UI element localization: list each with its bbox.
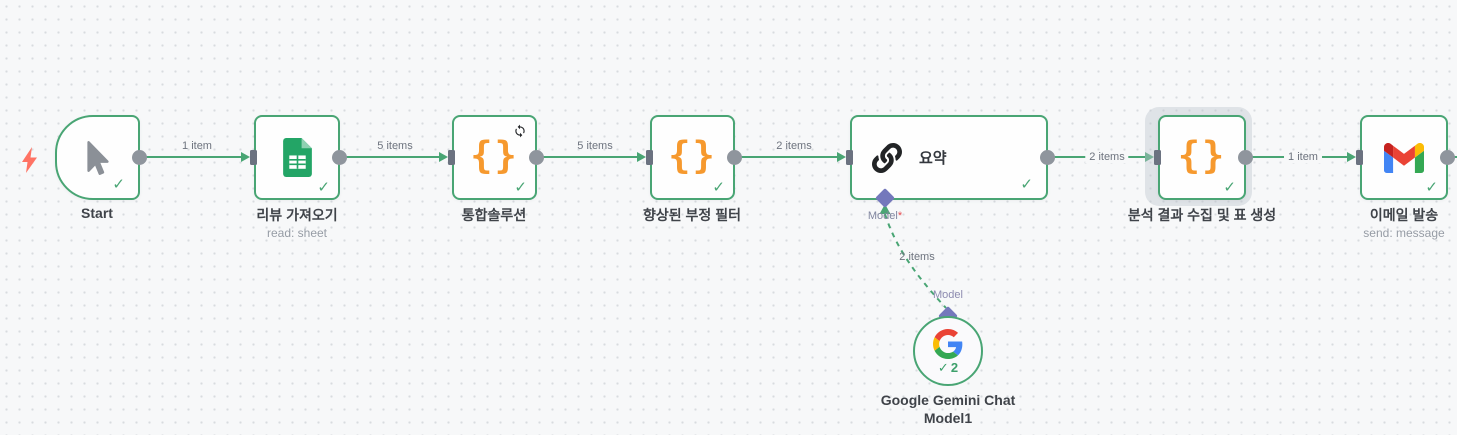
input-port[interactable]: [1356, 150, 1363, 165]
output-port[interactable]: [529, 150, 544, 165]
sync-icon: [515, 124, 525, 138]
success-check-icon: ✓: [317, 179, 330, 196]
code-icon: {}: [470, 134, 519, 177]
node-subtitle: read: sheet: [266, 226, 328, 240]
success-check-icon: ✓: [1425, 179, 1438, 196]
input-port[interactable]: [250, 150, 257, 165]
model-port-label: Model: [933, 289, 963, 301]
input-port[interactable]: [448, 150, 455, 165]
chain-icon: [872, 142, 902, 173]
connection-label: 2 items: [1085, 151, 1129, 163]
success-check-icon: ✓: [1020, 176, 1033, 193]
connection-integrated-to-filter[interactable]: [537, 156, 644, 158]
connection-label: 1 item: [182, 140, 212, 152]
node-title: 통합솔루션: [461, 207, 527, 223]
node-integrated-solution[interactable]: {} ✓: [452, 115, 537, 200]
output-port[interactable]: [1238, 150, 1253, 165]
cursor-icon: [86, 140, 109, 175]
node-negative-filter[interactable]: {} ✓: [650, 115, 735, 200]
connection-label: 5 items: [377, 140, 413, 152]
output-port[interactable]: [132, 150, 147, 165]
success-check-icon: ✓: [1223, 179, 1236, 196]
node-collect-results[interactable]: {} ✓: [1158, 115, 1246, 200]
output-port[interactable]: [727, 150, 742, 165]
input-port[interactable]: [846, 150, 853, 165]
output-port[interactable]: [1440, 150, 1455, 165]
gmail-icon: [1384, 142, 1424, 173]
output-port[interactable]: [332, 150, 347, 165]
node-title: 분석 결과 수집 및 표 생성: [1127, 207, 1277, 223]
arrow-icon: [1347, 152, 1356, 162]
output-port[interactable]: [1040, 150, 1055, 165]
node-fetch-reviews[interactable]: ✓: [254, 115, 340, 200]
lightning-icon: [22, 147, 37, 173]
node-title: 이메일 발송: [1369, 207, 1439, 223]
arrow-icon: [439, 152, 448, 162]
connection-label: 2 items: [899, 251, 935, 263]
arrow-icon: [837, 152, 846, 162]
node-start[interactable]: ✓: [55, 115, 140, 200]
success-check-icon: ✓: [112, 176, 125, 193]
node-inner-title: 요약: [919, 150, 947, 167]
google-sheets-icon: [282, 138, 312, 177]
node-title: 향상된 부정 필터: [643, 207, 741, 223]
connection-label: 5 items: [577, 140, 613, 152]
code-icon: {}: [1177, 134, 1227, 177]
node-title: 리뷰 가져오기: [256, 207, 338, 223]
success-check-icon: ✓: [712, 179, 725, 196]
node-subtitle: send: message: [1363, 226, 1445, 240]
connection-start-to-fetch[interactable]: [140, 156, 248, 158]
node-gemini-chat-model[interactable]: ✓2: [913, 316, 983, 386]
node-summary[interactable]: 요약 ✓: [850, 115, 1048, 200]
code-icon: {}: [668, 134, 717, 177]
input-port[interactable]: [1154, 150, 1161, 165]
arrow-icon: [637, 152, 646, 162]
connection-label: 1 item: [1284, 151, 1322, 163]
google-logo-icon: [933, 328, 963, 359]
node-title: Start: [81, 205, 113, 221]
node-title: Google Gemini Chat Model1: [880, 392, 1016, 426]
arrow-icon: [1145, 152, 1154, 162]
success-check-icon: ✓: [514, 179, 527, 196]
success-count-badge: ✓2: [937, 359, 959, 375]
input-port[interactable]: [646, 150, 653, 165]
arrow-icon: [241, 152, 250, 162]
check-icon: ✓: [937, 359, 949, 375]
node-send-email[interactable]: ✓: [1360, 115, 1448, 200]
connection-filter-to-summary[interactable]: [735, 156, 844, 158]
model-port-label: Model*: [867, 210, 903, 222]
connection-label: 2 items: [776, 140, 812, 152]
connection-fetch-to-integrated[interactable]: [340, 156, 446, 158]
